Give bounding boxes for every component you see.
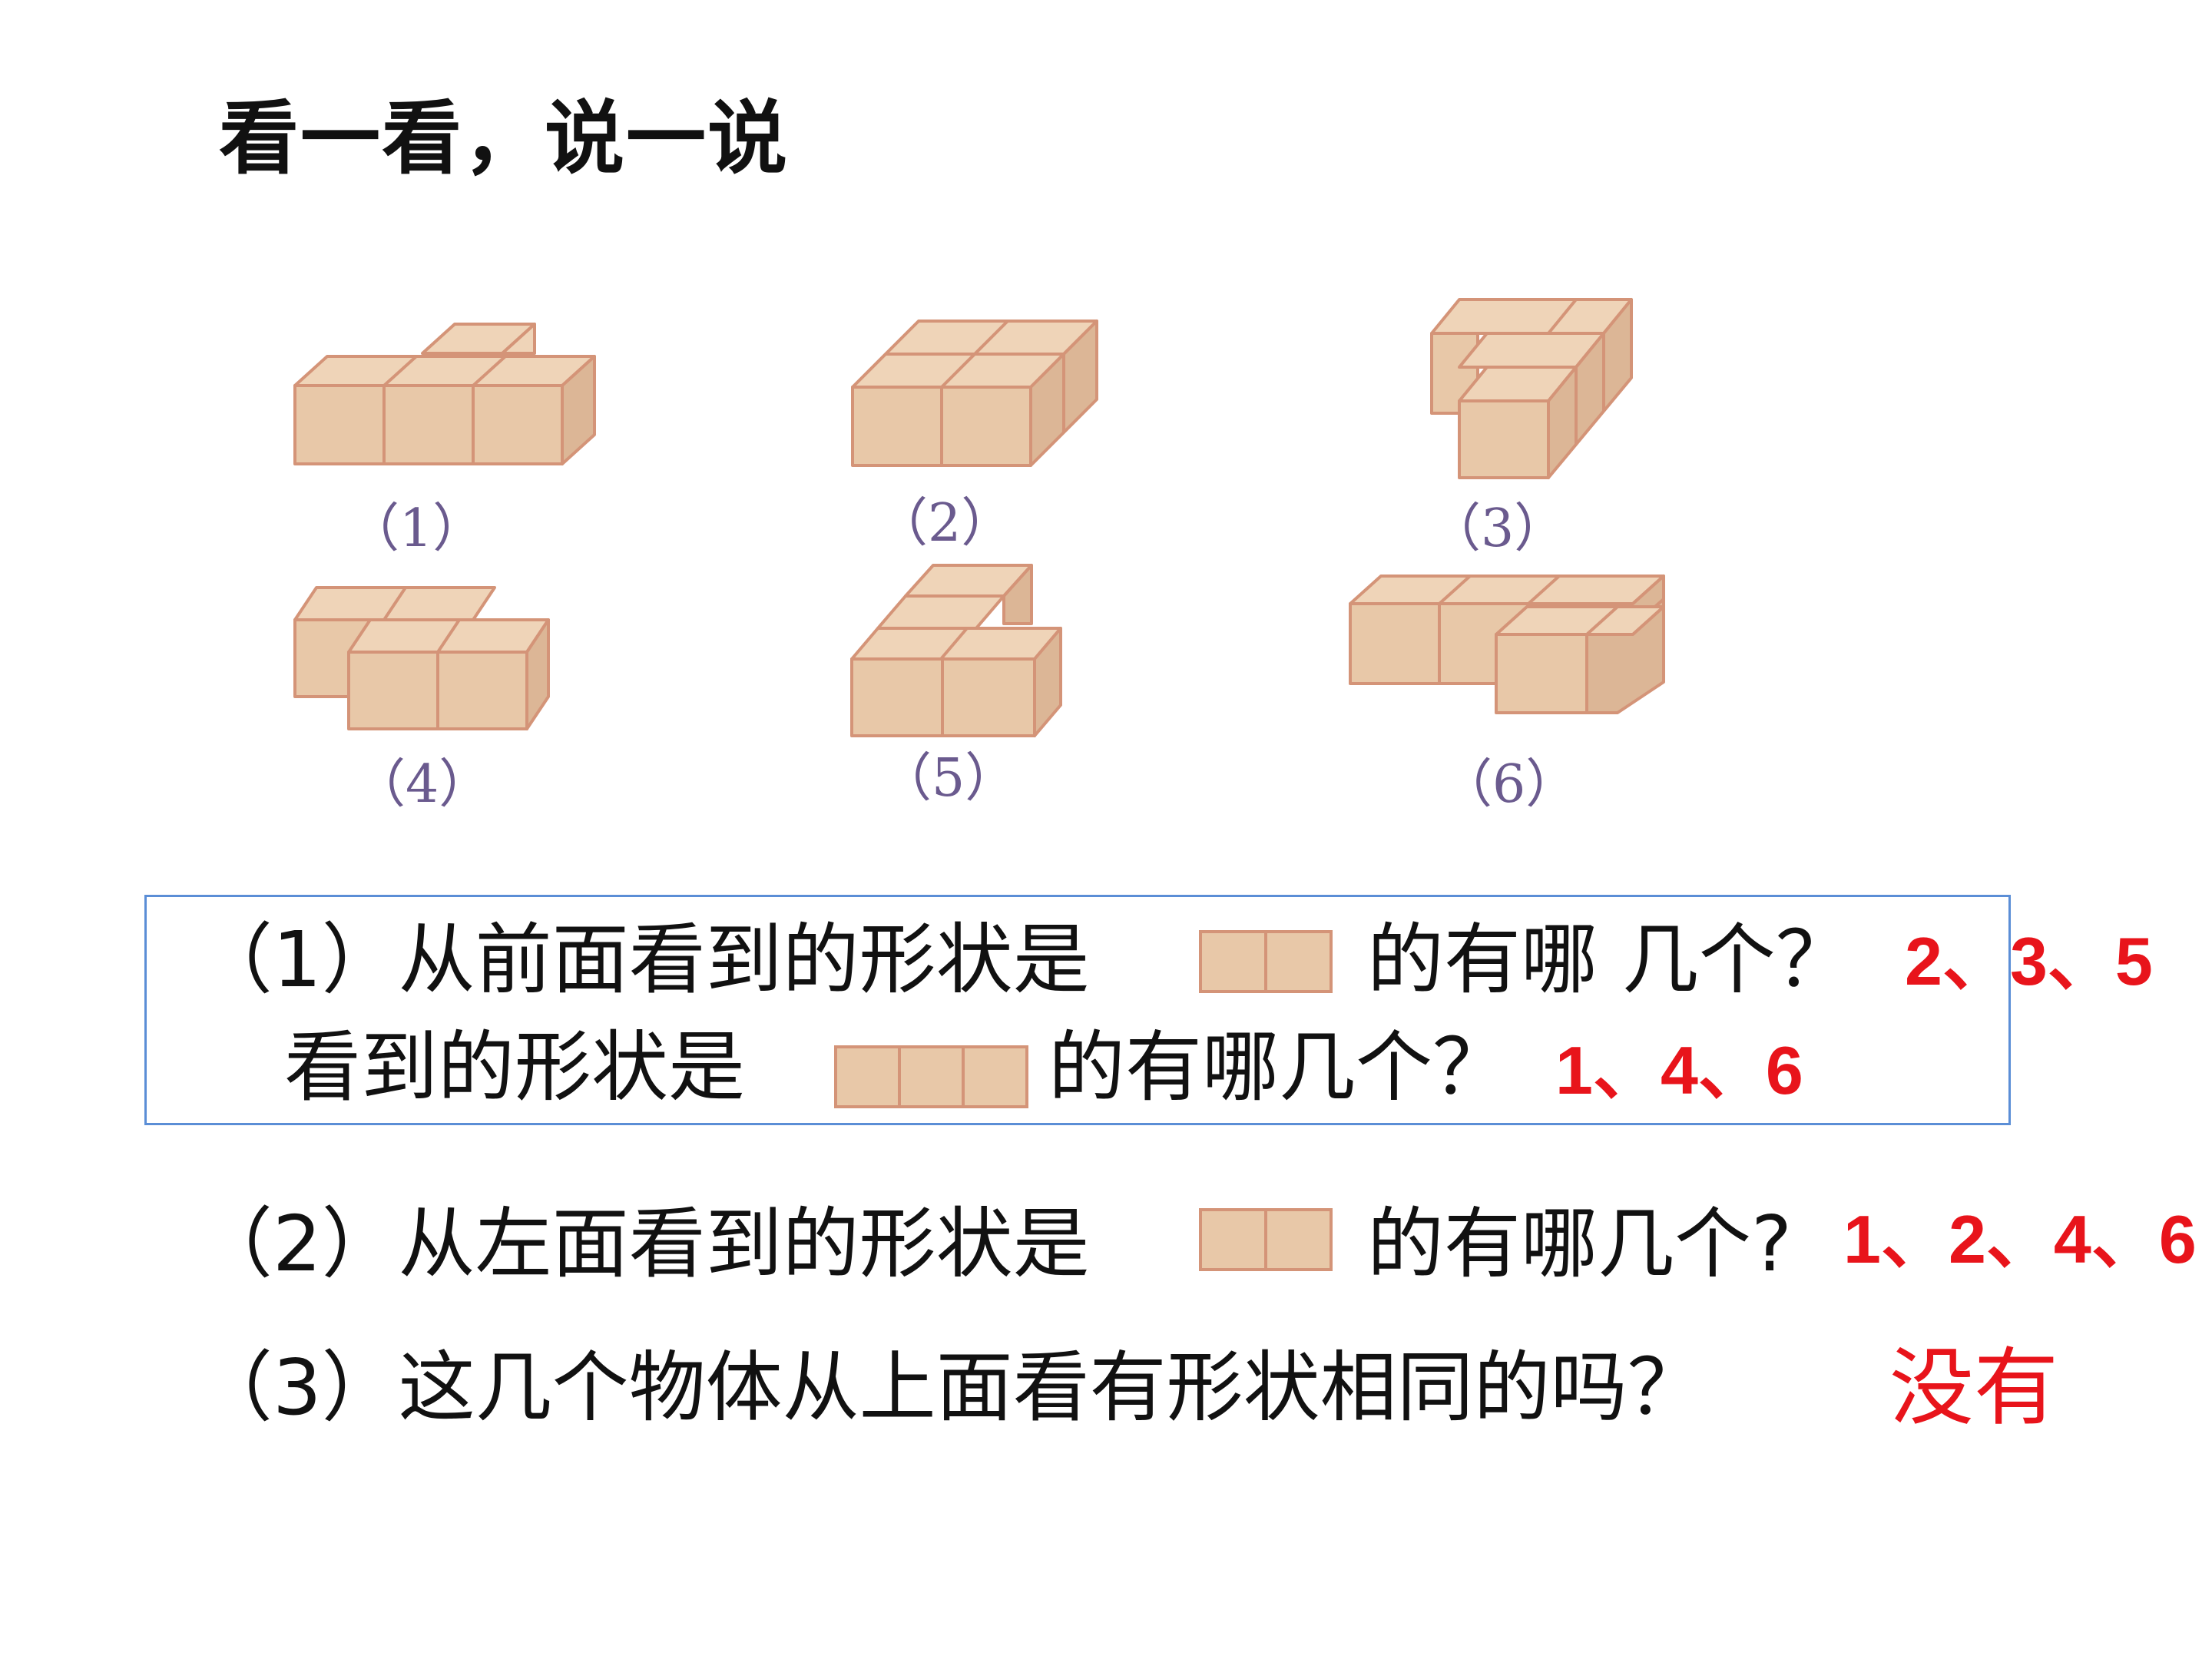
cube-figure-3 [1430,298,1633,479]
question-1-answer-2: 1、4、6 [1555,1032,1803,1108]
question-1-line-1-text: （1）从前面看到的形状是 [196,915,1090,1005]
question-2-answer: 1、2、4、6 [1843,1201,2197,1277]
figure-label-4: （4） [353,754,492,815]
question-3-text: （3）这几个物体从上面看有形状相同的吗？ [196,1343,1704,1432]
question-2-tail: 的有哪几个? [1367,1199,1793,1289]
three-square-shape-icon [834,1045,1028,1108]
question-1-answer-1: 2、3、5 [1905,923,2153,999]
cube-figure-6 [1349,575,1665,714]
figure-label-3: （3） [1429,498,1567,559]
question-1-line-2-text: 看到的形状是 [284,1022,745,1112]
page-title: 看一看，说一说 [219,91,790,185]
cube-figure-2 [851,320,1098,467]
figure-label-2: （2） [876,493,1014,554]
two-square-shape-icon [1199,930,1333,993]
two-square-shape-icon [1199,1208,1333,1271]
question-3-answer: 没有 [1889,1339,2058,1437]
cube-figure-4 [293,586,550,730]
question-1-line-1-tail: 的有哪 几个？ [1367,915,1853,1005]
question-1-box [144,895,2011,1125]
question-1-line-2-tail: 的有哪几个？ [1048,1022,1509,1112]
figure-label-1: （1） [347,498,485,559]
figure-label-6: （6） [1440,754,1578,815]
question-2-text: （2）从左面看到的形状是 [196,1199,1090,1289]
cube-figure-5 [850,564,1062,737]
cube-figure-1 [293,323,596,465]
figure-label-5: （5） [879,748,1018,809]
